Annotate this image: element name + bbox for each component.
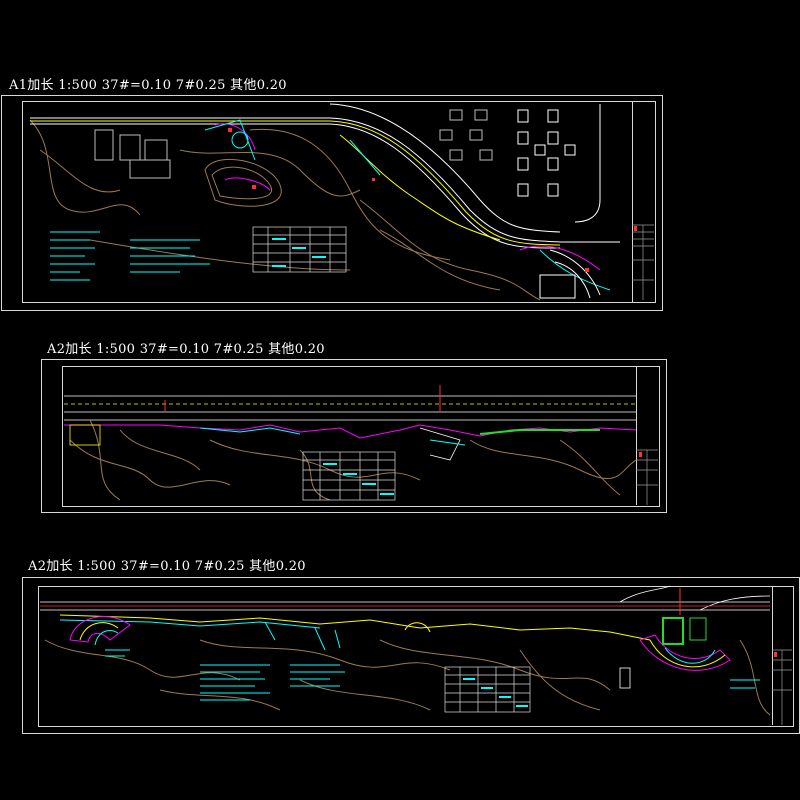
sheet-3-title-block: [772, 586, 793, 725]
sheet-2-title: A2加长 1:500 37#=0.10 7#0.25 其他0.20: [47, 342, 325, 357]
sheet-2-frame: [41, 359, 667, 513]
sheet-1-frame: [1, 95, 663, 311]
sheet-3-drawing-border: [38, 586, 794, 727]
sheet-2-title-block: [636, 366, 659, 505]
sheet-2-drawing-border: [62, 366, 660, 507]
sheet-1-title: A1加长 1:500 37#=0.10 7#0.25 其他0.20: [9, 78, 287, 93]
sheet-1-drawing-border: [22, 101, 656, 303]
sheet-1-title-block: [632, 101, 655, 303]
sheet-3-title: A2加长 1:500 37#=0.10 7#0.25 其他0.20: [28, 559, 306, 574]
